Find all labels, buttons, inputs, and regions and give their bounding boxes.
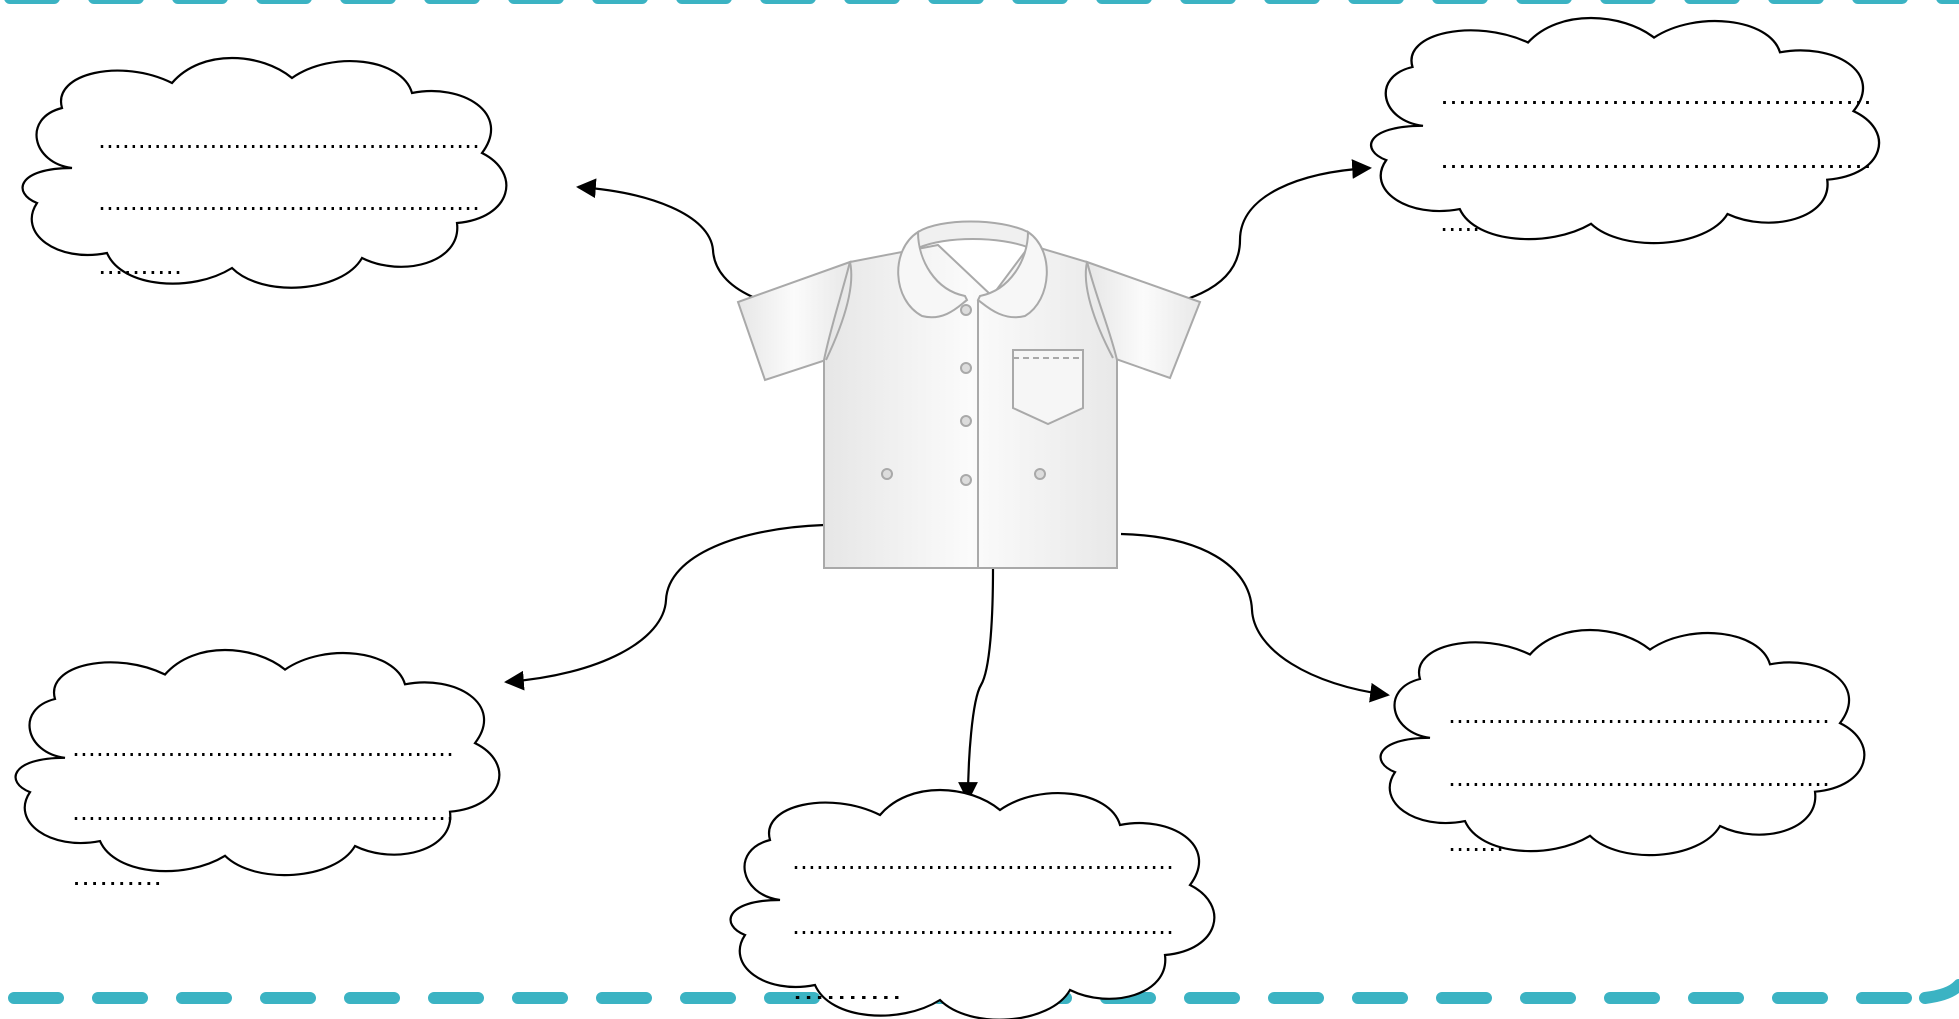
answer-line[interactable]: ……….: [792, 977, 902, 1005]
cloud-shape: [23, 58, 507, 288]
cloud-top-right: ………………………………………… ………………………………………… …..: [1371, 18, 1879, 243]
answer-line[interactable]: …………………………………………: [98, 188, 480, 216]
arrow-bottom-center: [968, 568, 993, 800]
answer-line[interactable]: …………………………………………: [72, 798, 454, 826]
shirt-icon: [738, 222, 1200, 569]
arrow-bottom-right: [1121, 534, 1388, 695]
answer-line[interactable]: …..: [1440, 209, 1480, 237]
cloud-shape: [1381, 630, 1865, 855]
answer-line[interactable]: …….: [1448, 829, 1504, 857]
cloud-bottom-left: ………………………………………… ………………………………………… ……….: [16, 650, 500, 891]
answer-line[interactable]: ……….: [98, 252, 182, 280]
answer-line[interactable]: …………………………………………: [1440, 82, 1872, 110]
cloud-top-left: ………………………………………… ………………………………………… ……….: [23, 58, 507, 288]
answer-line[interactable]: …………………………………………: [1448, 701, 1830, 729]
answer-line[interactable]: …………………………………………: [792, 847, 1174, 875]
arrow-bottom-left: [506, 525, 824, 682]
answer-line[interactable]: …………………………………………: [1448, 764, 1830, 792]
cloud-bottom-center: ………………………………………… ………………………………………… ……….: [731, 790, 1215, 1019]
answer-line[interactable]: ……….: [72, 863, 162, 891]
cloud-shape: [16, 650, 500, 875]
cloud-bottom-right: ………………………………………… ………………………………………… …….: [1381, 630, 1865, 857]
answer-line[interactable]: …………………………………………: [1440, 146, 1872, 174]
answer-line[interactable]: …………………………………………: [72, 734, 454, 762]
answer-line[interactable]: …………………………………………: [792, 912, 1174, 940]
corner-swirl: [1925, 985, 1959, 998]
answer-line[interactable]: …………………………………………: [98, 126, 480, 154]
